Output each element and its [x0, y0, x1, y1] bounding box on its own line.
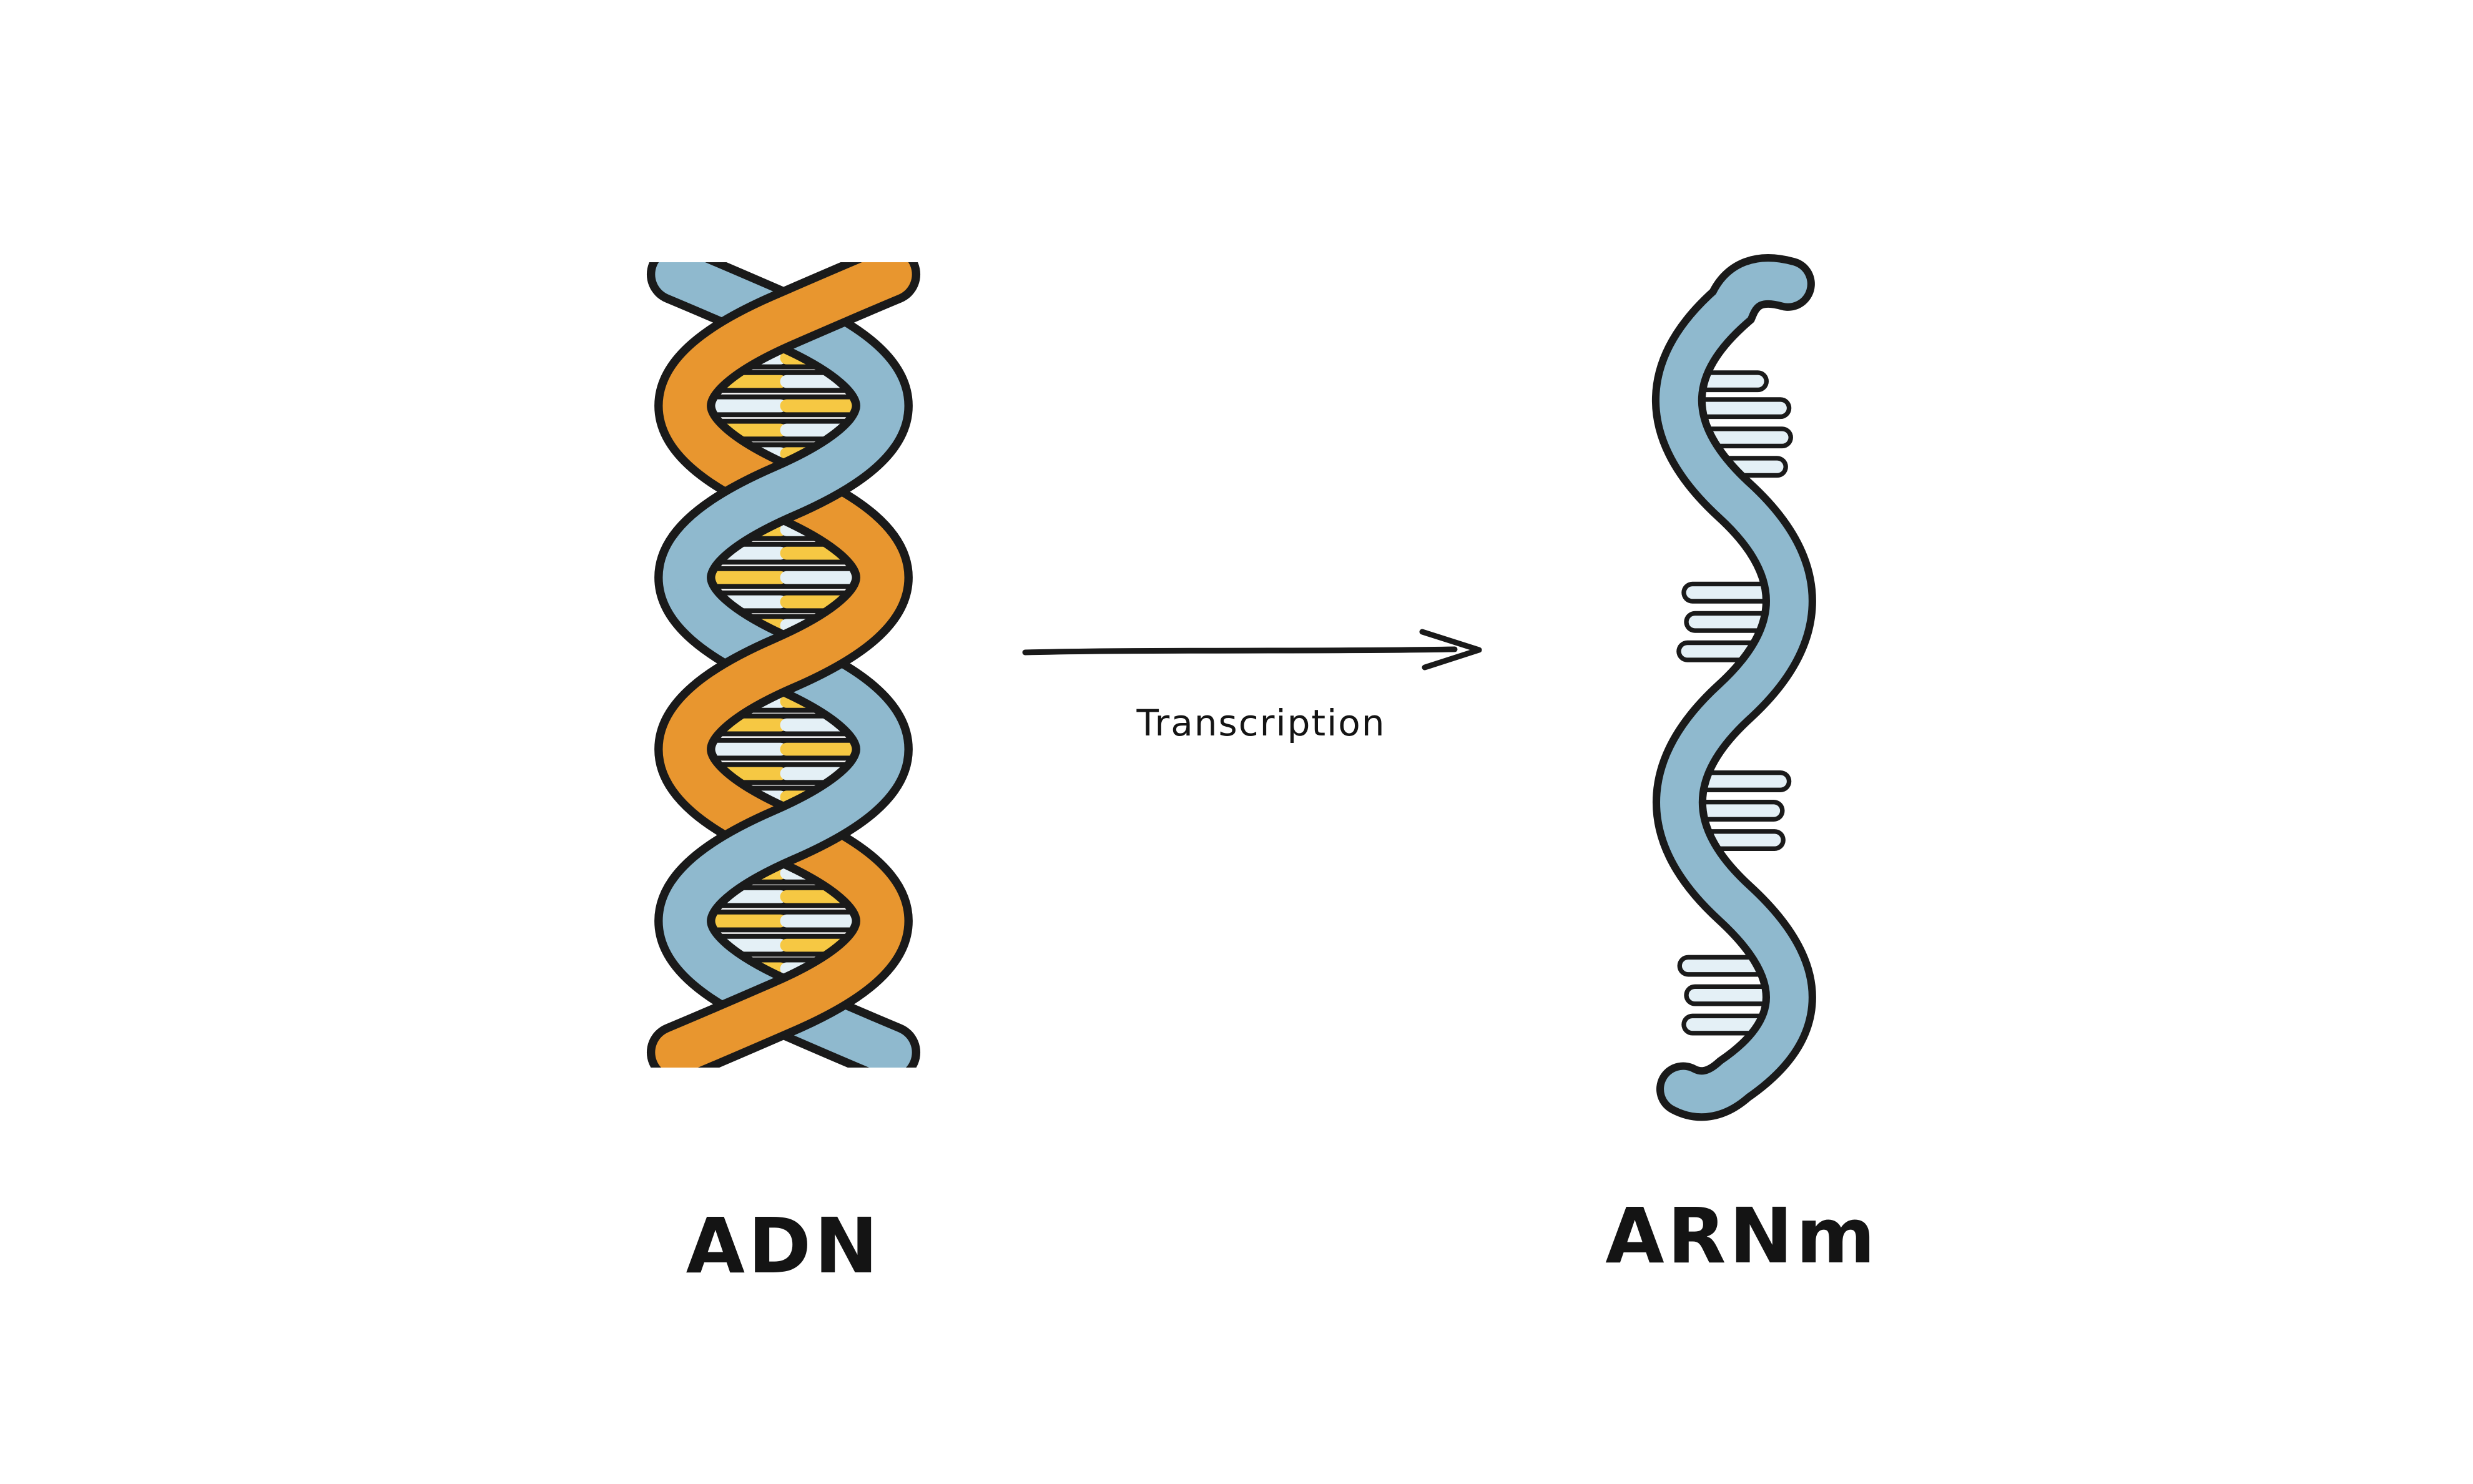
dna-strand-blue-overlap [664, 392, 903, 935]
mrna-ribbon [1652, 254, 1816, 1121]
dna-figure: ADN [609, 262, 958, 1284]
dna-strand-orange [646, 262, 921, 1068]
process-label: Transcription [1136, 702, 1386, 744]
mrna-label: ARNm [1605, 1192, 1879, 1280]
mrna-strand-illustration [1652, 254, 1816, 1121]
transcription-process: Transcription [1018, 624, 1505, 744]
dna-label: ADN [686, 1202, 882, 1290]
arrow-right-icon [1022, 629, 1482, 671]
dna-double-helix-illustration [646, 262, 921, 1068]
mrna-figure: ARNm [1605, 240, 1879, 1280]
